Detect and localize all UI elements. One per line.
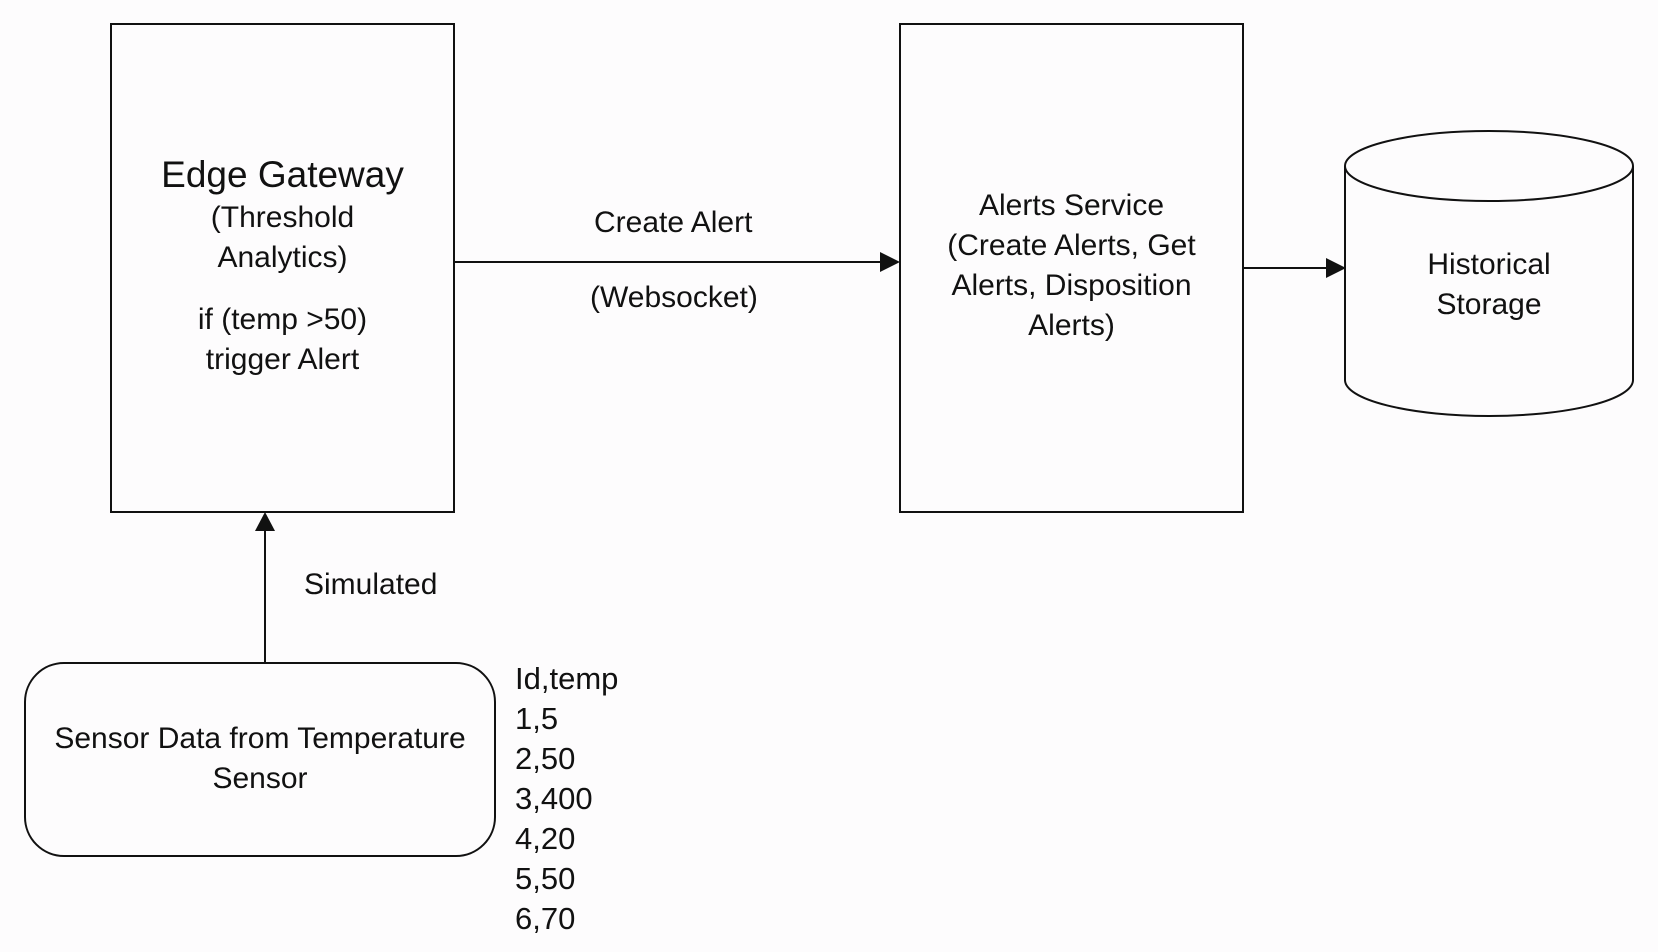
- arrowhead-icon: [255, 512, 275, 531]
- create-alert-label: Create Alert: [594, 206, 753, 239]
- alerts-service-line1: Alerts Service: [978, 189, 1165, 222]
- websocket-label: (Websocket): [590, 281, 758, 314]
- simulated-label: Simulated: [304, 568, 438, 601]
- alerts-service-content: Alerts Service (Create Alerts, Get Alert…: [899, 186, 1244, 346]
- sensor-data-row: 5,50: [515, 861, 576, 896]
- arrowhead-icon: [880, 252, 900, 272]
- storage-arrow: [1243, 258, 1346, 278]
- historical-storage-label: Historical Storage: [1345, 245, 1633, 325]
- alerts-service-line2: (Create Alerts, Get: [947, 229, 1196, 262]
- edge-gateway-content: Edge Gateway (Threshold Analytics) if (t…: [110, 152, 455, 380]
- edge-gateway-subtitle-line2: Analytics): [217, 241, 348, 274]
- alerts-service-line3: Alerts, Disposition: [951, 269, 1192, 302]
- sensor-data-row: 1,5: [515, 701, 559, 736]
- edge-gateway-rule-line2: trigger Alert: [205, 343, 360, 376]
- sensor-data-row: 4,20: [515, 821, 576, 856]
- edge-gateway-rule-line1: if (temp >50): [197, 303, 368, 336]
- sensor-content: Sensor Data from Temperature Sensor: [24, 719, 496, 799]
- sensor-data-listing: Id,temp 1,5 2,50 3,400 4,20 5,50 6,70: [515, 659, 618, 939]
- alerts-service-line4: Alerts): [1028, 309, 1115, 342]
- historical-storage-line2: Storage: [1436, 288, 1542, 321]
- historical-storage-line1: Historical: [1427, 248, 1551, 281]
- historical-storage-cylinder: [1344, 130, 1634, 417]
- sensor-data-row: 6,70: [515, 901, 576, 936]
- edge-gateway-box: [110, 23, 455, 513]
- sensor-data-row: 3,400: [515, 781, 593, 816]
- sensor-data-header: Id,temp: [515, 661, 619, 696]
- sensor-box: [24, 662, 496, 857]
- edge-gateway-title: Edge Gateway: [161, 154, 404, 195]
- edge-gateway-subtitle-line1: (Threshold: [210, 201, 355, 234]
- arrowhead-icon: [1326, 258, 1346, 278]
- sensor-line1: Sensor Data from Temperature: [54, 722, 466, 755]
- simulated-arrow: [255, 512, 275, 662]
- alerts-service-box: [899, 23, 1244, 513]
- create-alert-arrow: [455, 252, 900, 272]
- sensor-line2: Sensor: [212, 762, 308, 795]
- sensor-data-row: 2,50: [515, 741, 576, 776]
